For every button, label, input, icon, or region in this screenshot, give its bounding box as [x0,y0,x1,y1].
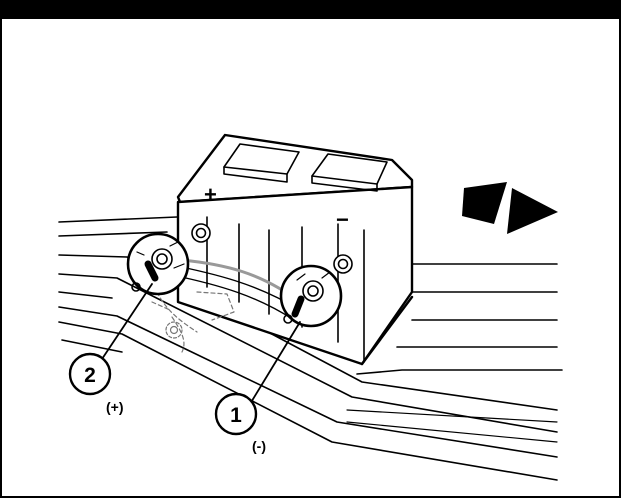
callout-1-number: 1 [230,404,242,427]
battery-positive-mark: + [204,182,217,207]
callout-2: 2 (+) [68,352,124,415]
vehicle-frame-lines [58,216,563,481]
callout-1-polarity: (-) [252,438,266,454]
callout-1: 1 (-) [214,392,266,454]
battery-negative-mark: − [336,207,349,232]
top-black-bar [2,2,619,19]
callout-2-number: 2 [84,364,96,387]
battery-posts [191,223,353,274]
callout-leaders [99,283,301,405]
callout-2-polarity: (+) [106,399,124,415]
direction-arrow-icon [462,182,558,234]
negative-terminal-detail [279,264,343,328]
positive-terminal-detail [126,232,190,296]
battery [176,133,414,366]
